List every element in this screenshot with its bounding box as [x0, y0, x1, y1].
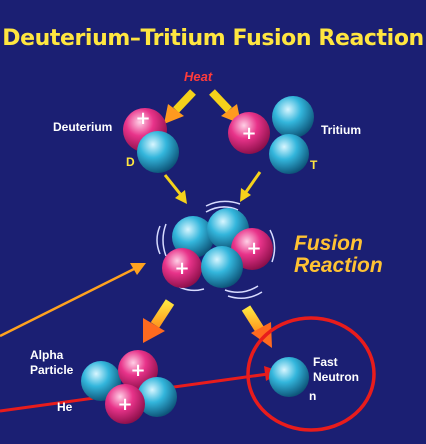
highlight-circle — [246, 316, 376, 432]
helium-symbol: He — [57, 400, 73, 414]
plus-icon: + — [241, 123, 256, 144]
heat-arrow-left — [164, 89, 196, 124]
tritium-nucleus: + — [228, 96, 314, 174]
alpha-particle-label: Alpha Particle — [30, 348, 73, 378]
plus-icon: + — [135, 108, 150, 129]
tritium-symbol: T — [310, 158, 318, 172]
arrow-deuterium-to-fusion — [163, 174, 187, 204]
fast-neutron-label: Fast Neutron — [313, 355, 359, 385]
alpha-label-line2: Particle — [30, 363, 74, 377]
deuterium-symbol: D — [126, 155, 135, 169]
deuterium-neutron — [137, 131, 179, 173]
deuterium-label: Deuterium — [53, 120, 113, 134]
fusion-reaction-label: Fusion Reaction — [294, 233, 383, 277]
page-title: Deuterium–Tritium Fusion Reaction — [2, 26, 424, 51]
arrow-to-alpha — [143, 299, 175, 343]
fast-label-line2: Neutron — [313, 370, 359, 384]
plus-icon: + — [130, 360, 145, 381]
plus-icon: + — [246, 238, 261, 259]
tritium-neutron — [272, 96, 314, 138]
fast-label-line1: Fast — [313, 355, 338, 369]
tritium-label: Tritium — [321, 123, 362, 137]
alpha-particle: + + — [81, 350, 177, 424]
neutron-symbol: n — [309, 389, 317, 403]
alpha-label-line1: Alpha — [30, 348, 64, 362]
fast-neutron — [269, 357, 309, 397]
arrow-tritium-to-fusion — [240, 171, 262, 202]
orange-pointer-arrow — [0, 263, 146, 338]
fusion-cluster: + + — [156, 200, 276, 299]
plus-icon: + — [174, 258, 189, 279]
tritium-proton — [228, 112, 270, 154]
fusion-label-line1: Fusion — [294, 232, 363, 255]
deuterium-nucleus: + — [123, 108, 179, 173]
tritium-neutron — [269, 134, 309, 174]
arrow-to-neutron — [241, 305, 272, 348]
fusion-label-line2: Reaction — [294, 254, 383, 277]
plus-icon: + — [117, 394, 132, 415]
heat-label: Heat — [184, 69, 213, 84]
